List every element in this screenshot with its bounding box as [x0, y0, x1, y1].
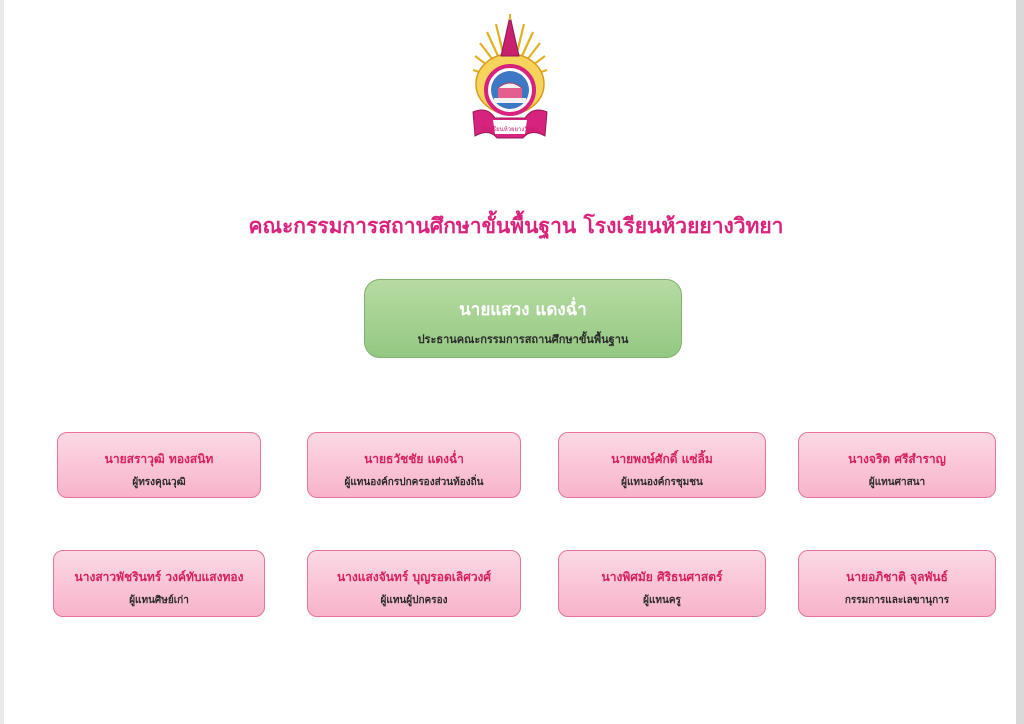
member-role: ผู้แทนองค์กรปกครองส่วนท้องถิ่น [344, 477, 484, 488]
member-name: นายสราวุฒิ ทองสนิท [104, 452, 214, 466]
member-name: นายธวัชชัย แดงฉ่ำ [364, 452, 464, 466]
chair-name: นายแสวง แดงฉ่ำ [459, 300, 587, 320]
page-title: คณะกรรมการสถานศึกษาขั้นพื้นฐาน โรงเรียนห… [248, 214, 784, 238]
member-role: ผู้ทรงคุณวุฒิ [132, 477, 186, 488]
member-name: นายพงษ์ศักดิ์ แซ่ลิ้ม [611, 452, 713, 466]
org-node-member: นางพิศมัย ศิริธนศาสตร์ ผู้แทนครู [558, 550, 766, 617]
member-role: ผู้แทนศาสนา [868, 477, 926, 488]
member-name: นางจริต ศรีสำราญ [848, 452, 946, 466]
right-margin-bar [1016, 0, 1024, 724]
chair-role: ประธานคณะกรรมการสถานศึกษาขั้นพื้นฐาน [417, 333, 629, 346]
member-role: ผู้แทนองค์กรชุมชน [621, 477, 703, 488]
member-name: นางสาวพัชรินทร์ วงค์ทับแสงทอง [74, 570, 244, 584]
org-node-chair: นายแสวง แดงฉ่ำ ประธานคณะกรรมการสถานศึกษา… [364, 279, 682, 358]
org-node-member: นายพงษ์ศักดิ์ แซ่ลิ้ม ผู้แทนองค์กรชุมชน [558, 432, 766, 498]
org-node-member: นางจริต ศรีสำราญ ผู้แทนศาสนา [798, 432, 996, 498]
member-role: กรรมการและเลขานุการ [844, 595, 950, 606]
member-role: ผู้แทนผู้ปกครอง [380, 595, 448, 606]
logo-banner-text: โรงเรียนห้วยยางวิทยา [481, 125, 538, 133]
member-name: นางพิศมัย ศิริธนศาสตร์ [601, 570, 723, 584]
member-role: ผู้แทนศิษย์เก่า [129, 595, 189, 606]
org-node-member: นางแสงจันทร์ บุญรอดเลิศวงศ์ ผู้แทนผู้ปกค… [307, 550, 521, 617]
member-name: นายอภิชาติ จุลพันธ์ [846, 570, 948, 584]
document-page: โรงเรียนห้วยยางวิทยา คณะกรรมการสถานศึกษา… [4, 0, 1016, 724]
member-role: ผู้แทนครู [643, 595, 681, 606]
org-node-member: นายอภิชาติ จุลพันธ์ กรรมการและเลขานุการ [798, 550, 996, 617]
org-node-member: นายธวัชชัย แดงฉ่ำ ผู้แทนองค์กรปกครองส่วน… [307, 432, 521, 498]
school-logo: โรงเรียนห้วยยางวิทยา [472, 14, 548, 139]
org-node-member: นางสาวพัชรินทร์ วงค์ทับแสงทอง ผู้แทนศิษย… [53, 550, 265, 617]
org-node-member: นายสราวุฒิ ทองสนิท ผู้ทรงคุณวุฒิ [57, 432, 261, 498]
member-name: นางแสงจันทร์ บุญรอดเลิศวงศ์ [336, 570, 492, 584]
